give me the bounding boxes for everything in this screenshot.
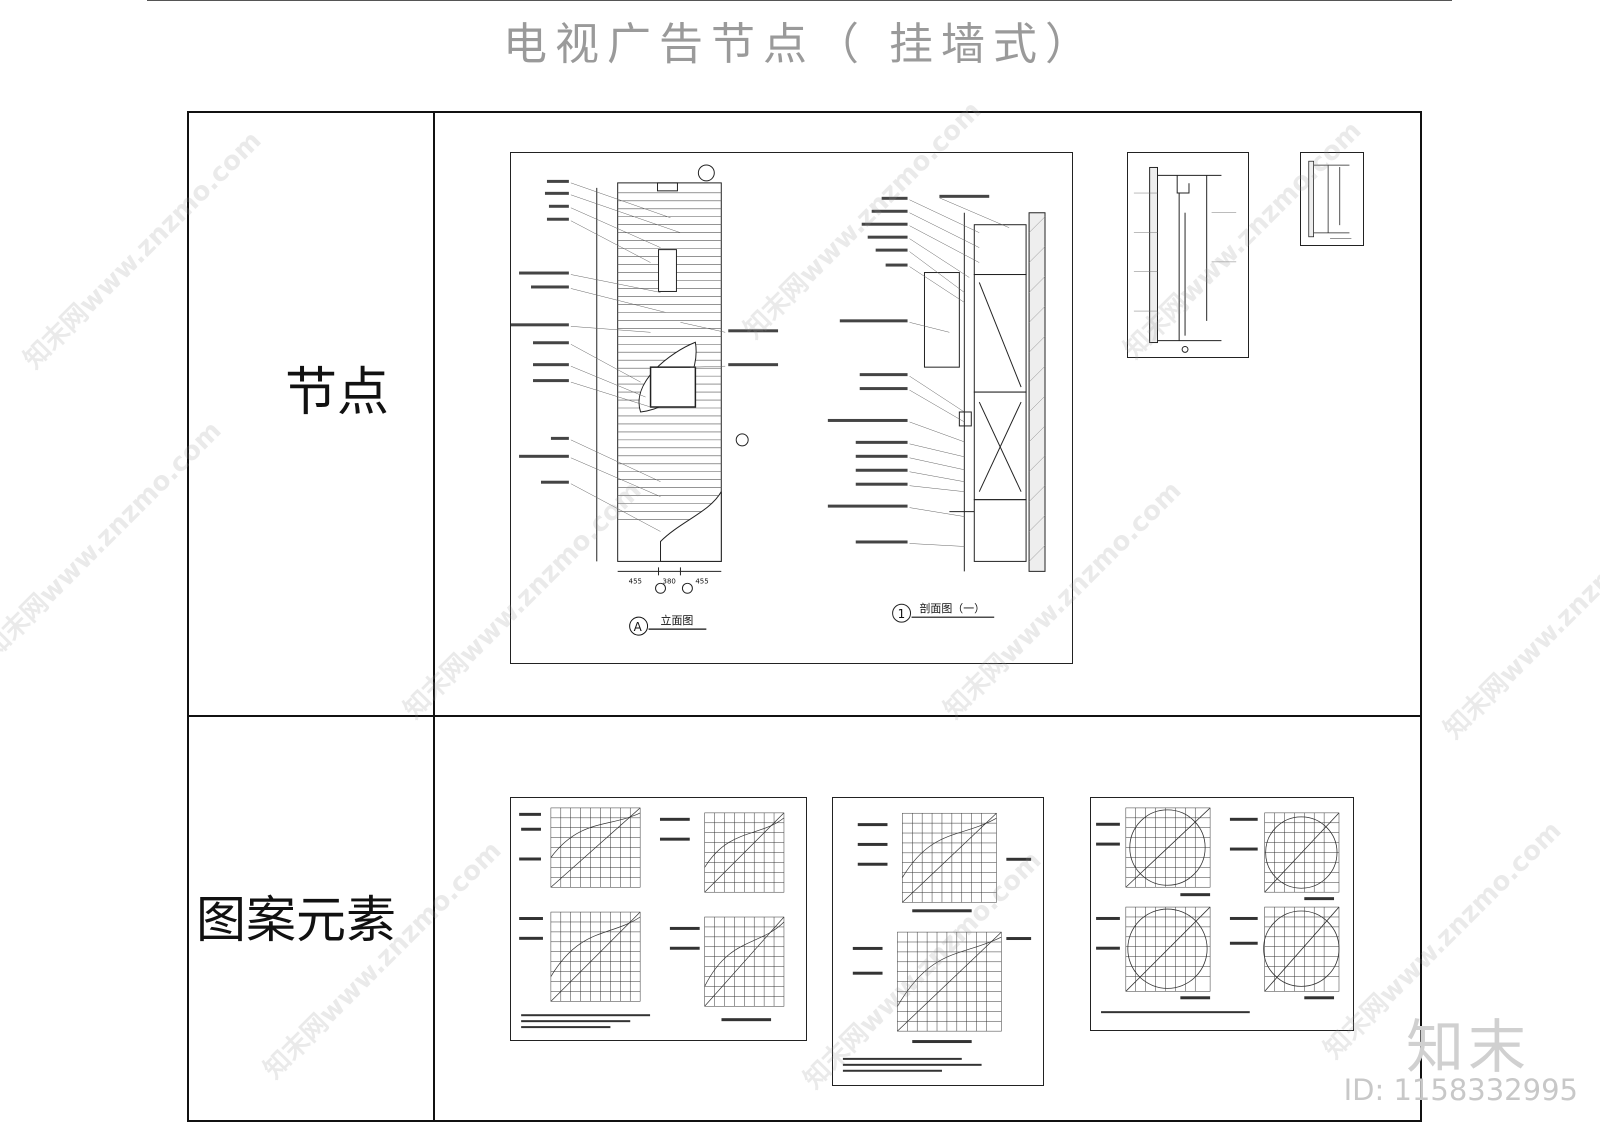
pattern-sheet-3-svg [1096,807,1340,1014]
detail-sheet-2[interactable] [1300,152,1364,246]
elevation-callout-marks [511,179,779,484]
section-leaders [909,197,1010,547]
nodes-row-label: 节点 [285,363,390,423]
column-divider [433,111,435,1122]
elevation-dim-right: 455 [695,577,708,585]
node-drawing-svg: 455 380 455 A 立面图 [511,164,1046,636]
brand-logo: 知末 [1405,1013,1530,1081]
page-title: 电视广告节点（ 挂墙式） [503,19,1097,70]
pattern-sheet-1[interactable] [510,797,807,1041]
table-frame [187,111,1422,1122]
elevation-dim-mid: 380 [663,577,676,585]
pattern-sheet-3[interactable] [1090,797,1354,1031]
section-title: 剖面图（一） [919,601,985,615]
elevation-title: 立面图 [661,613,694,627]
pattern-sheet-2[interactable] [832,797,1044,1086]
row-divider [187,715,1422,717]
pattern-sheet-1-svg [519,807,785,1029]
section-wall-hatch [1028,216,1046,562]
image-id: ID: 1158332995 [1343,1073,1578,1107]
node-drawing-sheet[interactable]: 455 380 455 A 立面图 [510,152,1073,664]
elevation-drawing [596,164,749,594]
elevation-dim-left: 455 [629,577,642,585]
section-drawing [892,212,1046,623]
top-rule [147,0,1452,1]
elevation-tag-circle [629,616,649,636]
detail-sheet-1[interactable] [1127,152,1249,358]
elevation-leaders [570,182,726,532]
watermark: 知末网www.znzmo.com [1438,495,1600,745]
section-tag: 1 [898,607,906,621]
detail-sheet-2-svg [1308,160,1352,240]
elevation-tag: A [634,620,643,634]
section-callout-marks [827,194,990,544]
detail-sheet-1-svg [1133,166,1237,353]
patterns-row-label: 图案元素 [196,891,396,949]
pattern-sheet-2-svg [842,812,1032,1072]
